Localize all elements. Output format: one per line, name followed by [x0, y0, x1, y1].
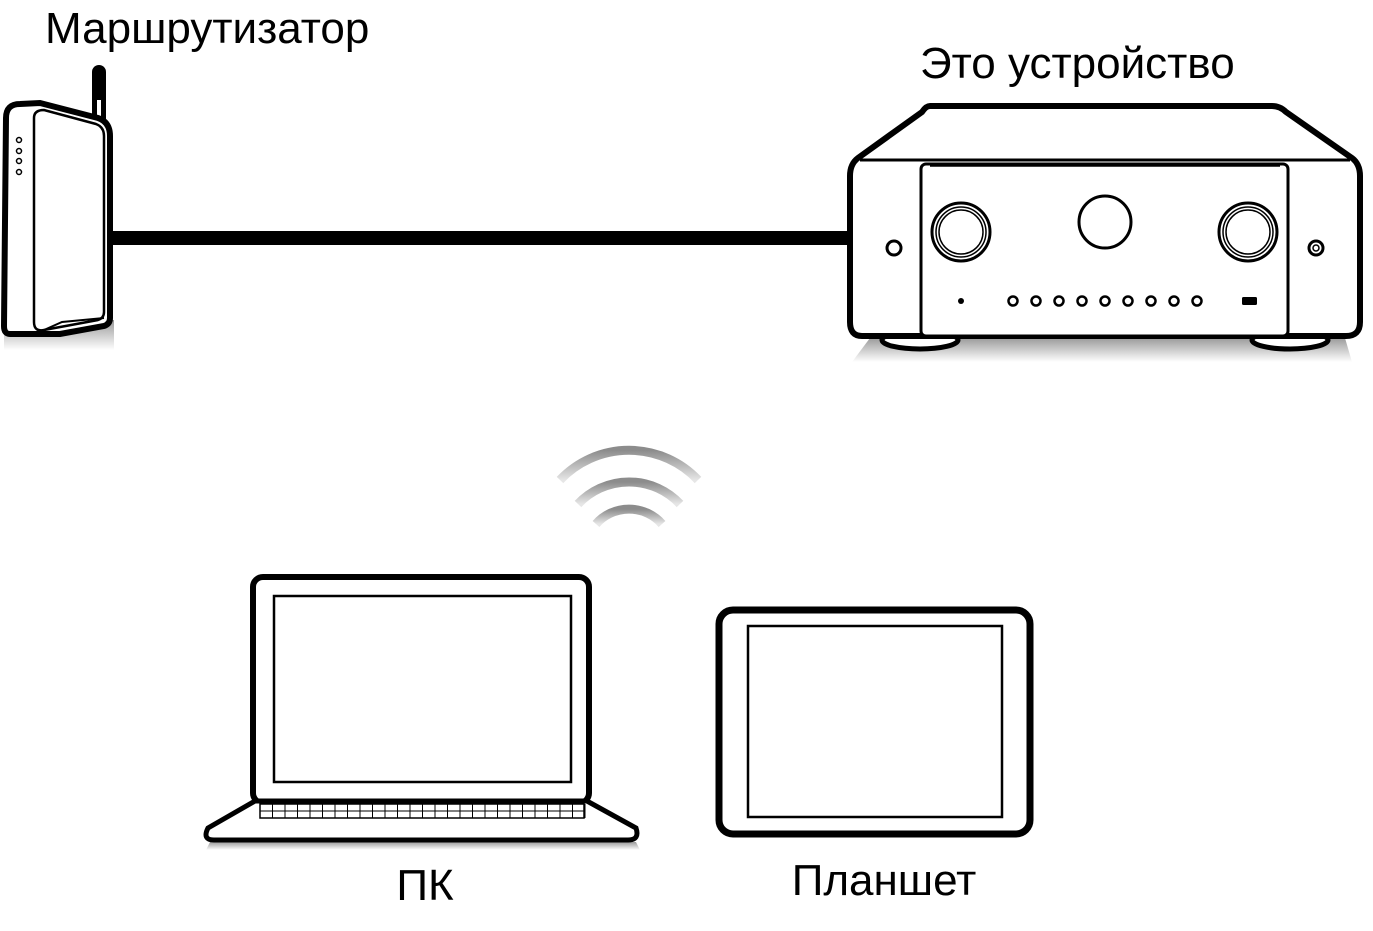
tablet-label: Планшет: [792, 856, 977, 905]
device-label: Это устройство: [920, 39, 1235, 88]
receiver-icon: [847, 103, 1363, 362]
ethernet-cable: [108, 231, 853, 245]
led-indicator: [1145, 295, 1157, 307]
led-indicator: [1053, 295, 1065, 307]
led-indicator: [1007, 295, 1019, 307]
router-label: Маршрутизатор: [45, 4, 369, 53]
led-indicator: [1191, 295, 1203, 307]
router-icon: [0, 65, 114, 350]
led-indicator: [1099, 295, 1111, 307]
led-indicator: [1122, 295, 1134, 307]
led-indicator: [1076, 295, 1088, 307]
laptop-icon: [203, 574, 640, 850]
pc-label: ПК: [396, 861, 454, 910]
led-indicator: [1168, 295, 1180, 307]
led-indicator: [1030, 295, 1042, 307]
tablet-icon: [715, 606, 1034, 838]
wifi-icon: [556, 445, 702, 528]
